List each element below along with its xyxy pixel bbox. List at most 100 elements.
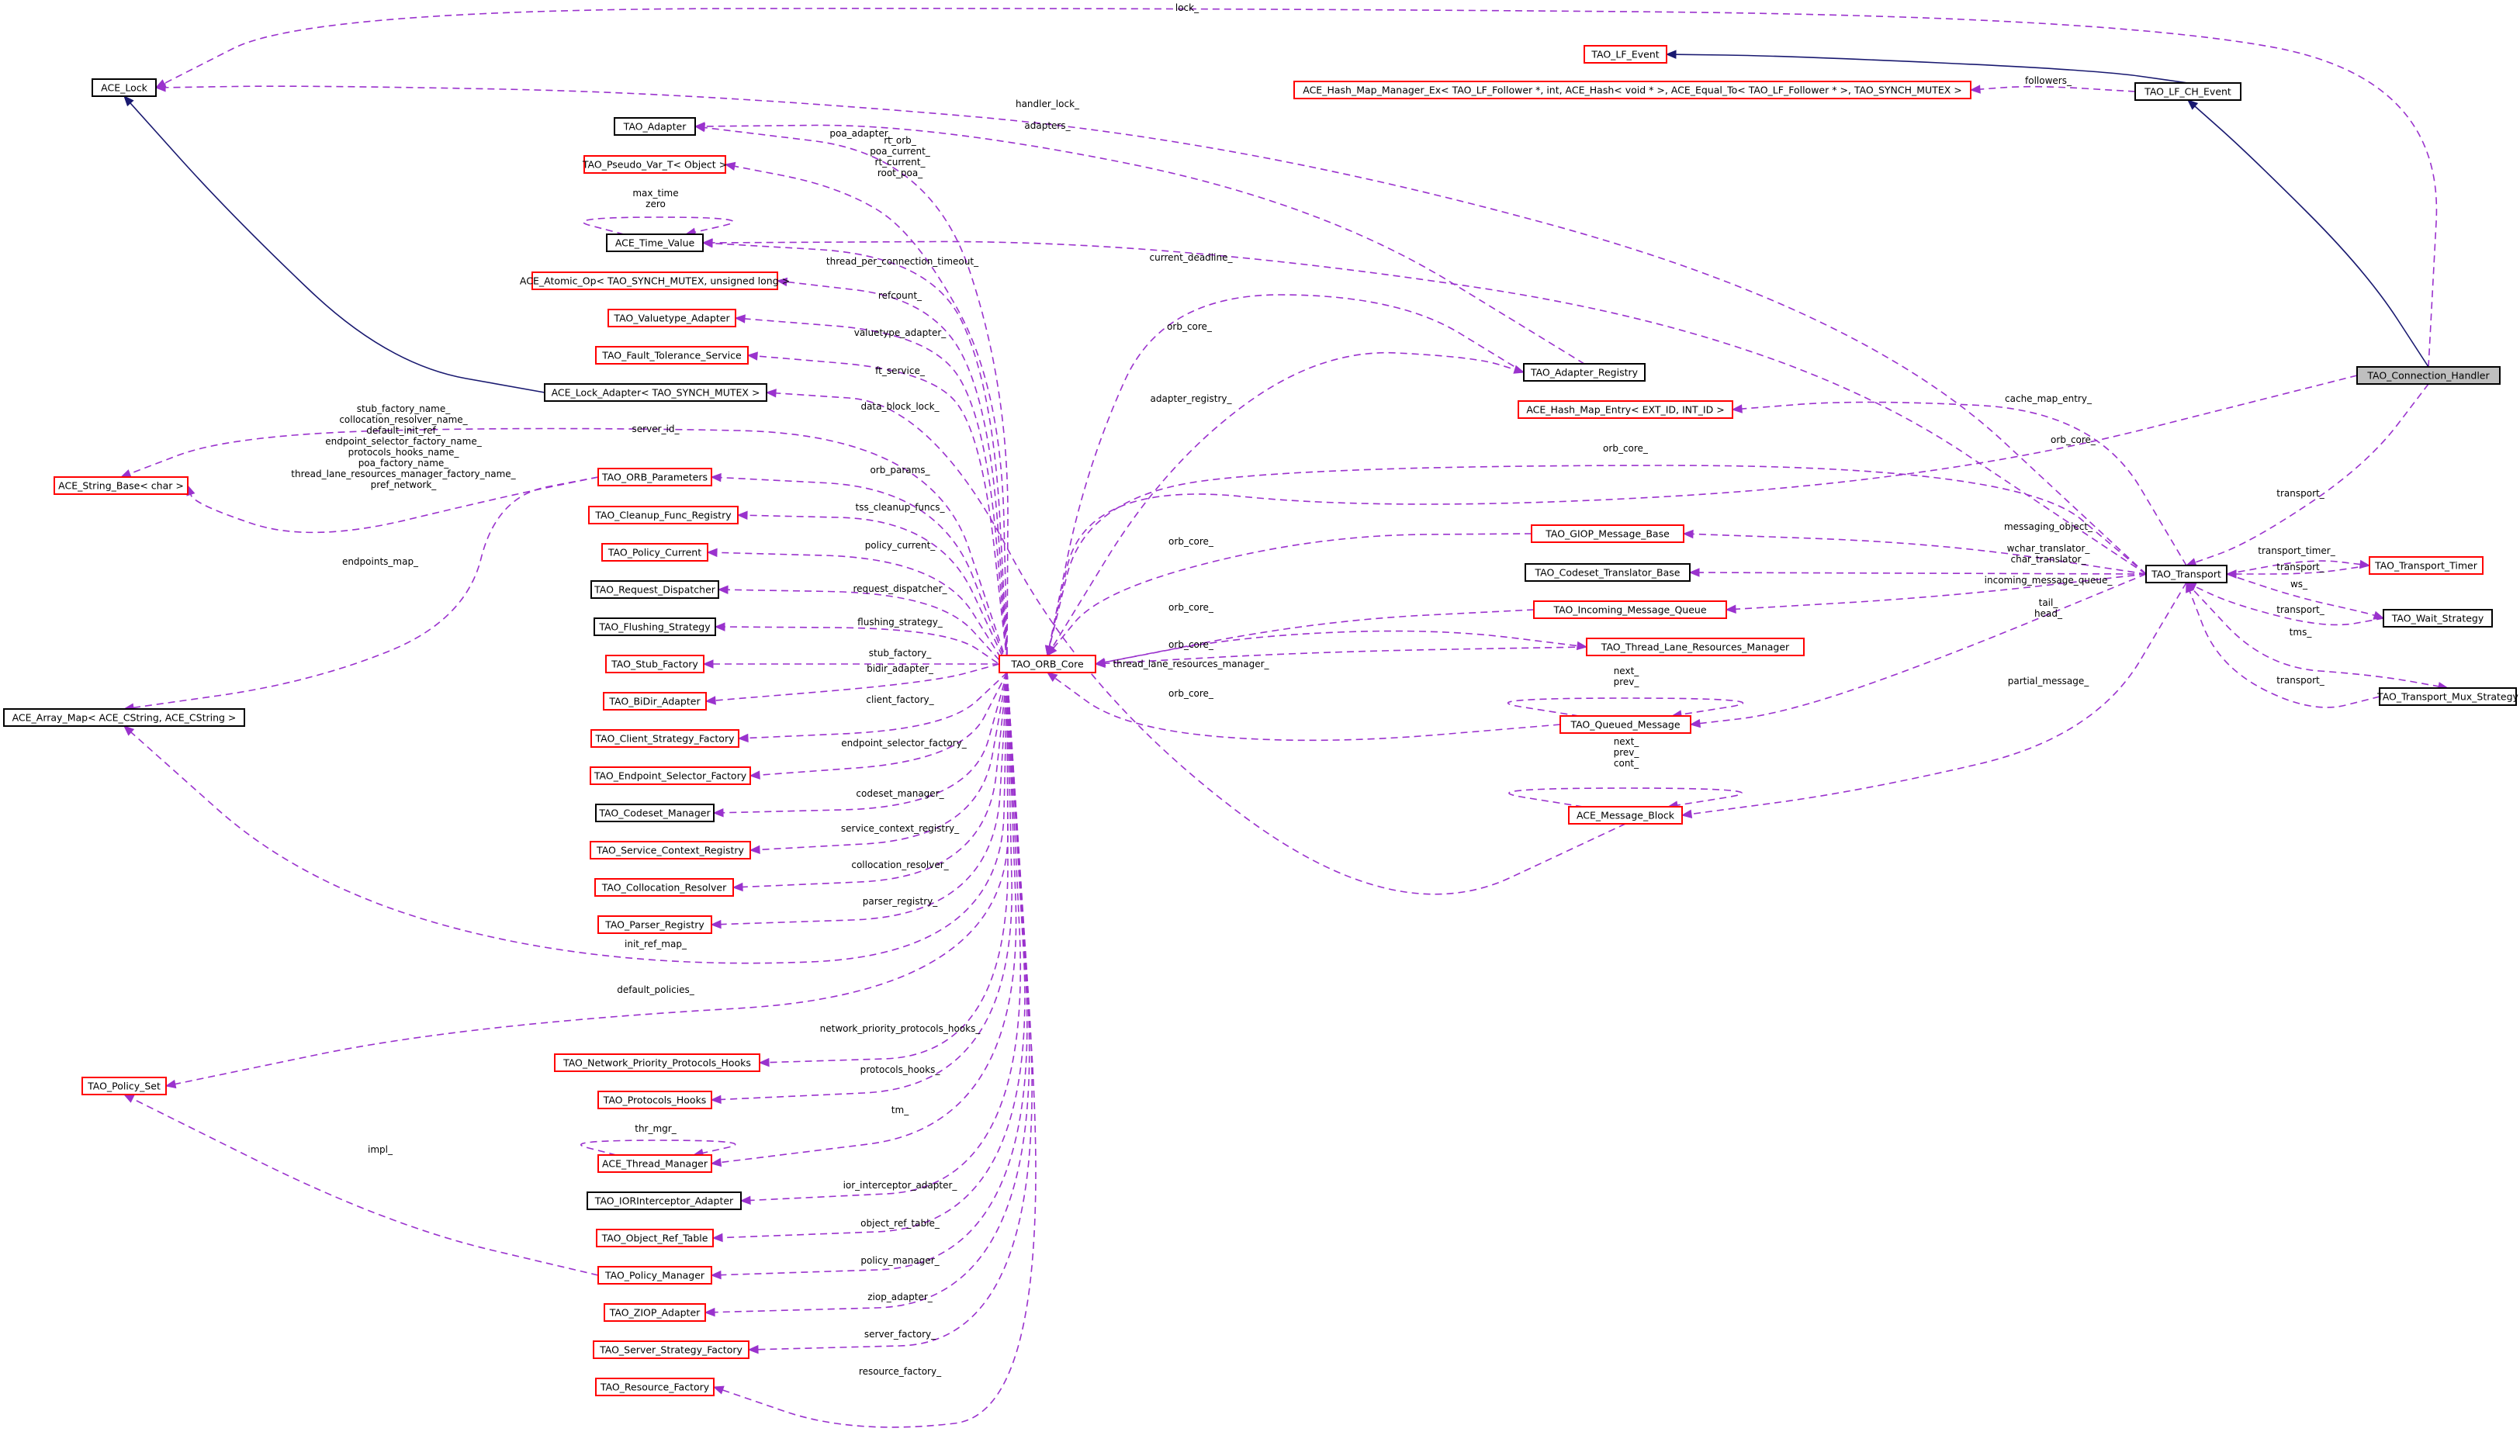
node-tao-pseudo-var[interactable]: TAO_Pseudo_Var_T< Object >: [582, 155, 727, 174]
node-tao-flushing-strategy[interactable]: TAO_Flushing_Strategy: [594, 617, 716, 636]
edge-rt-orb: [724, 161, 1008, 656]
node-ace-lock-adapter[interactable]: ACE_Lock_Adapter< TAO_SYNCH_MUTEX >: [544, 383, 767, 402]
node-label: TAO_Request_Dispatcher: [594, 584, 716, 596]
arrow-head-icon: [711, 1233, 723, 1243]
node-tao-codeset-translator[interactable]: TAO_Codeset_Translator_Base: [1525, 563, 1691, 582]
arrow-head-icon: [710, 1270, 722, 1280]
edge-orb-core-incoming: [1094, 609, 1535, 667]
node-box: [590, 580, 719, 599]
node-tao-policy-set[interactable]: TAO_Policy_Set: [81, 1077, 167, 1095]
edge-line-orb-core-giop: [1047, 533, 1532, 656]
node-tao-incoming-queue[interactable]: TAO_Incoming_Message_Queue: [1533, 600, 1727, 619]
node-tao-resource-factory[interactable]: TAO_Resource_Factory: [595, 1378, 715, 1396]
edge-label-orb-core-incoming: orb_core_: [1168, 602, 1214, 613]
edge-inherit-lock-adapter: [123, 95, 545, 393]
node-tao-fault-tolerance[interactable]: TAO_Fault_Tolerance_Service: [595, 346, 749, 365]
node-tao-wait-strategy[interactable]: TAO_Wait_Strategy: [2383, 609, 2493, 628]
edge-line-resource-factory: [713, 672, 1037, 1428]
node-tao-cleanup-func[interactable]: TAO_Cleanup_Func_Registry: [588, 506, 739, 524]
node-tao-transport[interactable]: TAO_Transport: [2145, 565, 2228, 583]
node-ace-string-base[interactable]: ACE_String_Base< char >: [54, 476, 189, 495]
arrow-head-icon: [717, 585, 729, 594]
node-label: ACE_String_Base< char >: [58, 480, 184, 492]
edge-line-translators: [1689, 572, 2147, 575]
arrow-head-icon: [746, 351, 758, 361]
edge-line-lock: [155, 8, 2438, 368]
node-tao-giop-message-base[interactable]: TAO_GIOP_Message_Base: [1531, 524, 1684, 543]
node-label: TAO_Codeset_Translator_Base: [1535, 567, 1681, 579]
edge-label-thread-lane: thread_lane_resources_manager_: [1113, 659, 1269, 669]
node-tao-ziop-adapter[interactable]: TAO_ZIOP_Adapter: [604, 1303, 706, 1322]
edge-partial-message: [1681, 582, 2187, 819]
edge-line-parser-registry: [711, 672, 1008, 925]
node-tao-policy-current[interactable]: TAO_Policy_Current: [601, 543, 708, 562]
node-ace-lock[interactable]: ACE_Lock: [92, 78, 157, 97]
edge-line-thread-lane: [1095, 630, 1587, 665]
edge-label-ft-service: ft_service_: [875, 365, 926, 376]
edge-line-next-prev-cont: [1508, 787, 1743, 808]
node-box: [2379, 687, 2517, 706]
edge-followers: [1969, 85, 2136, 94]
edge-line-flushing-strategy: [715, 626, 1008, 670]
node-tao-orb-core[interactable]: TAO_ORB_Core: [999, 655, 1096, 673]
node-tao-codeset-manager[interactable]: TAO_Codeset_Manager: [595, 804, 715, 822]
edge-label-incoming-message-queue: incoming_message_queue_: [1985, 575, 2113, 586]
node-tao-lf-ch-event[interactable]: TAO_LF_CH_Event: [2134, 82, 2241, 101]
node-box: [544, 383, 767, 402]
node-ace-hash-map-entry[interactable]: ACE_Hash_Map_Entry< EXT_ID, INT_ID >: [1518, 400, 1733, 419]
edge-line-thr-mgr: [580, 1140, 736, 1156]
edge-label-messaging-object: messaging_object_: [2004, 521, 2093, 532]
node-tao-transport-timer[interactable]: TAO_Transport_Timer: [2369, 556, 2484, 575]
edge-line-init-ref-map: [123, 672, 1008, 964]
arrow-head-icon: [747, 1344, 759, 1354]
node-box: [595, 346, 749, 365]
arrow-head-icon: [2186, 581, 2194, 593]
node-tao-stub-factory[interactable]: TAO_Stub_Factory: [605, 655, 704, 673]
node-ace-hash-map-manager[interactable]: ACE_Hash_Map_Manager_Ex< TAO_LF_Follower…: [1293, 81, 1971, 99]
node-tao-parser-registry[interactable]: TAO_Parser_Registry: [597, 915, 712, 934]
arrow-head-icon: [1682, 529, 1694, 539]
edge-line-messaging-object: [1683, 533, 2147, 575]
node-tao-thread-lane[interactable]: TAO_Thread_Lane_Resources_Manager: [1586, 638, 1805, 656]
node-tao-network-priority[interactable]: TAO_Network_Priority_Protocols_Hooks: [554, 1053, 760, 1072]
node-label: TAO_Collocation_Resolver: [601, 882, 727, 894]
edge-label-object-ref-table: object_ref_table_: [860, 1218, 940, 1229]
node-ace-atomic-op[interactable]: ACE_Atomic_Op< TAO_SYNCH_MUTEX, unsigned…: [520, 271, 790, 290]
node-label: TAO_Incoming_Message_Queue: [1552, 604, 1706, 616]
node-tao-client-strategy[interactable]: TAO_Client_Strategy_Factory: [590, 729, 739, 748]
node-tao-iorinterceptor[interactable]: TAO_IORInterceptor_Adapter: [587, 1191, 742, 1210]
node-ace-message-block[interactable]: ACE_Message_Block: [1568, 806, 1683, 825]
edge-label-server-id: server_id_: [632, 424, 680, 434]
node-tao-connection-handler[interactable]: TAO_Connection_Handler: [2356, 366, 2501, 385]
node-ace-time-value[interactable]: ACE_Time_Value: [606, 233, 704, 252]
node-tao-endpoint-selector[interactable]: TAO_Endpoint_Selector_Factory: [590, 766, 751, 785]
node-tao-adapter[interactable]: TAO_Adapter: [614, 117, 696, 136]
node-tao-request-dispatcher[interactable]: TAO_Request_Dispatcher: [590, 580, 719, 599]
node-ace-thread-manager[interactable]: ACE_Thread_Manager: [597, 1154, 712, 1173]
node-label: TAO_Fault_Tolerance_Service: [601, 350, 742, 361]
node-tao-bidir-adapter[interactable]: TAO_BiDir_Adapter: [603, 692, 707, 711]
node-tao-policy-manager[interactable]: TAO_Policy_Manager: [597, 1266, 712, 1285]
node-tao-collocation-resolver[interactable]: TAO_Collocation_Resolver: [594, 878, 734, 897]
node-box: [595, 1378, 715, 1396]
node-tao-valuetype-adapter[interactable]: TAO_Valuetype_Adapter: [608, 309, 736, 327]
node-tao-transport-mux[interactable]: TAO_Transport_Mux_Strategy: [2376, 687, 2519, 706]
node-box: [1531, 524, 1684, 543]
node-tao-service-context[interactable]: TAO_Service_Context_Registry: [590, 841, 751, 859]
node-label: TAO_Queued_Message: [1570, 719, 1680, 731]
node-label: TAO_Policy_Manager: [604, 1270, 705, 1281]
node-ace-array-map[interactable]: ACE_Array_Map< ACE_CString, ACE_CString …: [3, 708, 245, 727]
node-tao-lf-event[interactable]: TAO_LF_Event: [1584, 45, 1667, 64]
edge-label-orb-core-thread-lane: orb_core_: [1168, 639, 1214, 650]
node-tao-object-ref-table[interactable]: TAO_Object_Ref_Table: [596, 1229, 714, 1247]
node-tao-server-strategy[interactable]: TAO_Server_Strategy_Factory: [593, 1340, 749, 1359]
node-tao-protocols-hooks[interactable]: TAO_Protocols_Hooks: [597, 1091, 712, 1109]
node-tao-adapter-registry[interactable]: TAO_Adapter_Registry: [1523, 363, 1646, 382]
edge-bidir-adapter: [704, 663, 1000, 705]
edge-poa-adapter: [694, 123, 1009, 655]
edge-label-impl: impl_: [368, 1144, 393, 1155]
node-tao-orb-parameters[interactable]: TAO_ORB_Parameters: [597, 468, 712, 486]
node-tao-queued-message[interactable]: TAO_Queued_Message: [1559, 715, 1691, 734]
edge-line-orb-params: [711, 476, 1008, 666]
node-label: ACE_Hash_Map_Entry< EXT_ID, INT_ID >: [1526, 404, 1724, 416]
